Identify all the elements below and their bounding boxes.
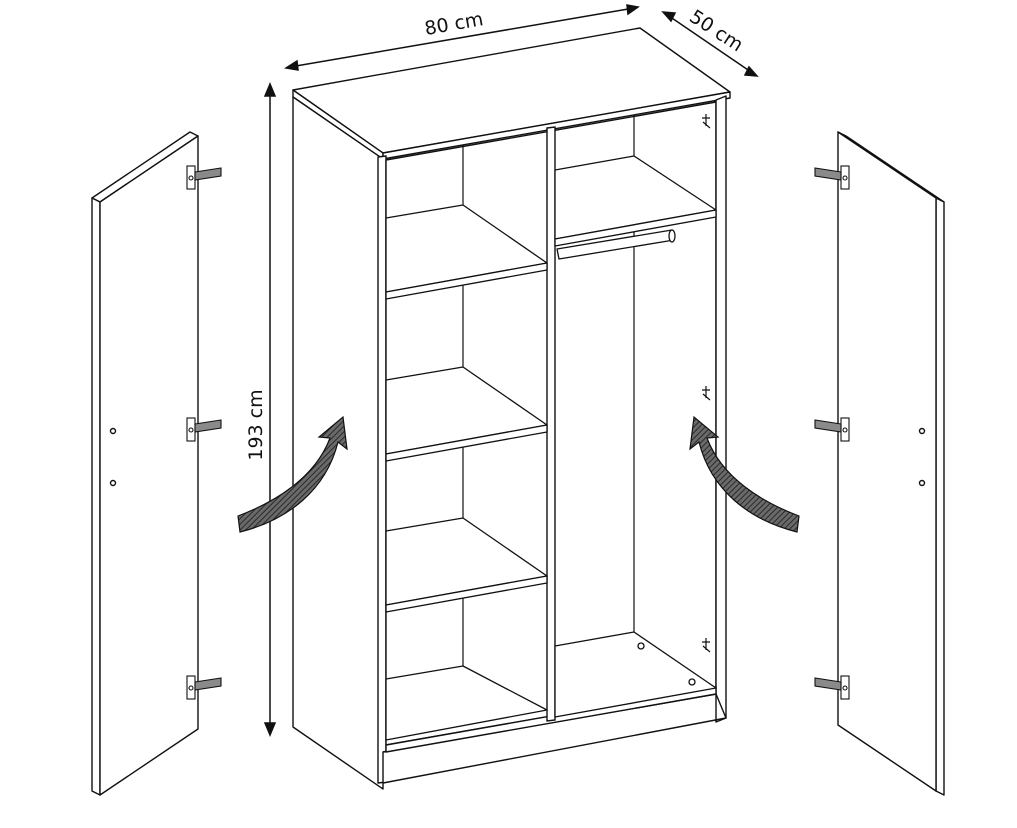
left-door-hinges — [186, 165, 222, 700]
shelf-bottom-left — [385, 665, 548, 741]
hinge-icon — [814, 417, 850, 442]
connector-icon — [702, 114, 711, 653]
left-door — [91, 131, 199, 796]
hinge-icon — [186, 417, 222, 442]
left-shelves — [385, 204, 548, 741]
hinge-icon — [814, 165, 850, 190]
height-label: 193 cm — [245, 389, 267, 460]
hinge-icon — [186, 165, 222, 190]
height-dimension — [263, 82, 277, 737]
hinge-icon — [186, 675, 222, 700]
right-door-hinges — [814, 165, 850, 700]
width-dimension — [283, 4, 640, 71]
central-divider — [546, 126, 556, 722]
depth-dimension — [661, 11, 759, 77]
curved-arrow-icon — [237, 415, 348, 533]
curved-arrow-icon — [689, 415, 800, 533]
floor-right — [554, 631, 717, 718]
hinge-icon — [814, 675, 850, 700]
right-side-panel — [715, 95, 727, 723]
right-door — [837, 131, 945, 796]
right-section — [554, 155, 717, 718]
